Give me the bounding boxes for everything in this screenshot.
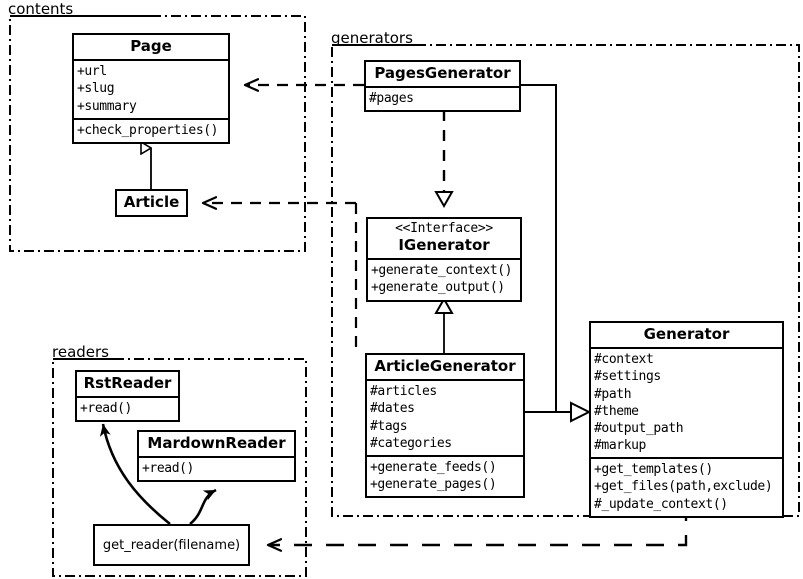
attribute-summary: +summary — [77, 98, 137, 114]
class-mardown-reader-operations: +read() — [139, 456, 294, 480]
operation-get-templates: +get_templates() — [594, 462, 713, 478]
class-igenerator-stereotype: <<Interface>> — [395, 221, 493, 236]
operation-generate-pages: +generate_pages() — [370, 477, 497, 493]
attribute-pages: #pages — [369, 91, 414, 107]
class-page-operations: +check_properties() — [74, 117, 228, 142]
generators-package-label: generators — [331, 29, 413, 47]
attribute-tags: #tags — [370, 418, 408, 434]
class-page-attributes: +url +slug +summary — [74, 59, 228, 117]
class-pages-generator-title: PagesGenerator — [374, 64, 511, 82]
class-igenerator-operations: +generate_context() +generate_output() — [368, 258, 520, 299]
operation-update-context: #_update_context() — [594, 496, 728, 512]
function-get-reader-label: get_reader(filename) — [102, 537, 241, 553]
class-article-generator-title: ArticleGenerator — [374, 357, 516, 375]
attribute-theme: #theme — [594, 403, 639, 419]
class-rst-reader-operations: +read() — [77, 396, 178, 420]
operation-mardown-read: +read() — [142, 461, 194, 477]
class-generator-operations: +get_templates() +get_files(path,exclude… — [591, 457, 782, 515]
attribute-path: #path — [594, 386, 632, 402]
relation-pagesgenerator-realization-igenerator — [434, 110, 454, 209]
attribute-slug: +slug — [77, 81, 115, 97]
class-mardown-reader-title: MardownReader — [147, 434, 286, 452]
operation-check-properties: +check_properties() — [77, 122, 219, 138]
class-mardown-reader[interactable]: MardownReader +read() — [137, 430, 296, 483]
operation-generate-context: +generate_context() — [371, 263, 513, 279]
attribute-markup: #markup — [594, 438, 646, 454]
relation-articlegenerator-realization-igenerator — [434, 296, 454, 353]
class-article-generator[interactable]: ArticleGenerator #articles #dates #tags … — [365, 353, 525, 499]
class-article-title: Article — [123, 193, 180, 211]
operation-get-files: +get_files(path,exclude) — [594, 479, 773, 495]
class-pages-generator[interactable]: PagesGenerator #pages — [364, 60, 521, 113]
contents-package-label: contents — [8, 0, 74, 18]
attribute-settings: #settings — [594, 369, 661, 385]
class-generator-attributes: #context #settings #path #theme #output_… — [591, 347, 782, 457]
relation-get-reader-returns-mardownreader — [189, 488, 217, 526]
attribute-context: #context — [594, 352, 654, 368]
class-generator-title: Generator — [643, 325, 730, 343]
class-article-generator-attributes: #articles #dates #tags #categories — [367, 379, 523, 455]
class-rst-reader-title: RstReader — [83, 374, 172, 392]
class-page[interactable]: Page +url +slug +summary +check_properti… — [72, 33, 230, 144]
readers-package-label: readers — [52, 343, 109, 361]
attribute-url: +url — [77, 64, 107, 80]
attribute-dates: #dates — [370, 401, 415, 417]
relation-articlegenerator-dependency-article — [203, 203, 358, 353]
operation-generate-output: +generate_output() — [371, 280, 505, 296]
operation-generate-feeds: +generate_feeds() — [370, 459, 497, 475]
attribute-output-path: #output_path — [594, 420, 684, 436]
class-igenerator-title: IGenerator — [398, 235, 490, 254]
class-generator[interactable]: Generator #context #settings #path #them… — [589, 321, 784, 518]
class-igenerator[interactable]: <<Interface>> IGenerator +generate_conte… — [366, 217, 522, 302]
function-get-reader[interactable]: get_reader(filename) — [93, 524, 250, 566]
attribute-categories: #categories — [370, 435, 452, 451]
attribute-articles: #articles — [370, 384, 437, 400]
class-rst-reader[interactable]: RstReader +read() — [75, 370, 180, 423]
class-article[interactable]: Article — [115, 189, 188, 218]
class-page-title: Page — [130, 37, 172, 55]
class-pages-generator-attributes: #pages — [366, 86, 519, 110]
relation-pagesgenerator-aggregation-generator — [521, 84, 592, 423]
class-article-generator-operations: +generate_feeds() +generate_pages() — [367, 454, 523, 496]
class-igenerator-header: <<Interface>> IGenerator — [368, 219, 520, 258]
operation-rst-read: +read() — [80, 401, 132, 417]
